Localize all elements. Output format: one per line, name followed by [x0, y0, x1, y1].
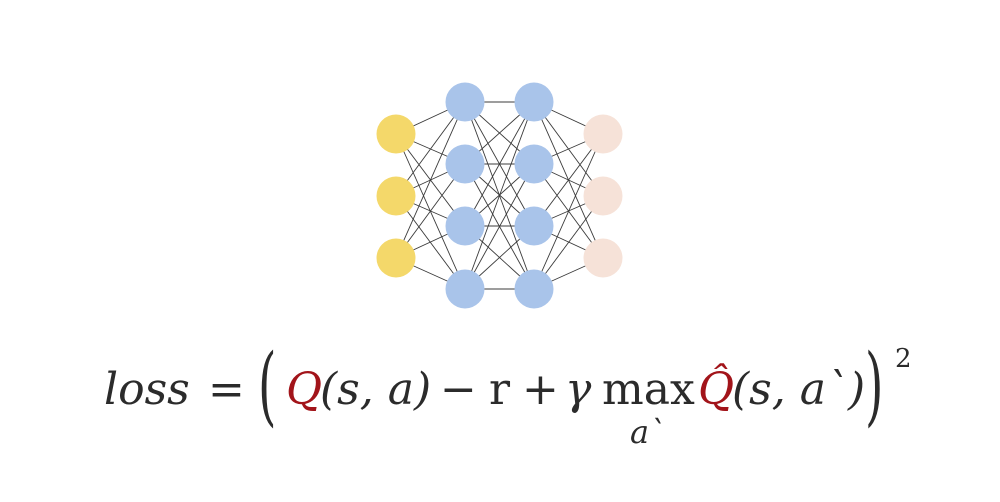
node-layer4-1 [583, 114, 623, 154]
node-layer3-3 [514, 206, 554, 246]
edge-l1n3-l2n1 [395, 101, 466, 259]
equals-sign: = [208, 364, 245, 415]
node-layer3-4 [514, 269, 554, 309]
node-layer1-2 [376, 176, 416, 216]
gamma: γ [565, 364, 592, 415]
left-parenthesis: ( [258, 336, 277, 436]
edge-l2n3-l3n1 [464, 101, 535, 227]
loss-formula: loss = ( Q (s, a) − r + γ max a` Q̂ (s, … [0, 338, 1000, 458]
edge-l3n4-l4n1 [533, 133, 604, 290]
max-subscript: a` [630, 413, 666, 451]
node-layer3-1 [514, 82, 554, 122]
max-operator: max [602, 364, 695, 415]
node-layer3-2 [514, 144, 554, 184]
node-layer1-1 [376, 114, 416, 154]
minus-sign: − [440, 364, 477, 415]
network-connections [395, 101, 604, 290]
edge-l2n4-l3n1 [464, 101, 535, 290]
node-layer4-2 [583, 176, 623, 216]
neural-network-diagram [376, 82, 623, 309]
plus-sign: + [522, 364, 559, 415]
node-layer4-3 [583, 238, 623, 278]
node-layer2-3 [445, 206, 485, 246]
q-function: Q [286, 364, 323, 415]
reward: r [489, 364, 511, 415]
node-layer1-3 [376, 238, 416, 278]
edge-l2n4-l3n2 [464, 163, 535, 290]
node-layer2-4 [445, 269, 485, 309]
right-parenthesis: ) [865, 336, 884, 436]
exponent: 2 [895, 344, 912, 374]
loss-label: loss [104, 364, 190, 415]
q-hat-arguments: (s, a`) [732, 364, 866, 415]
q-hat-function: Q̂ [698, 364, 735, 415]
node-layer2-1 [445, 82, 485, 122]
node-layer2-2 [445, 144, 485, 184]
q-arguments: (s, a) [320, 364, 432, 415]
network-nodes [376, 82, 623, 309]
